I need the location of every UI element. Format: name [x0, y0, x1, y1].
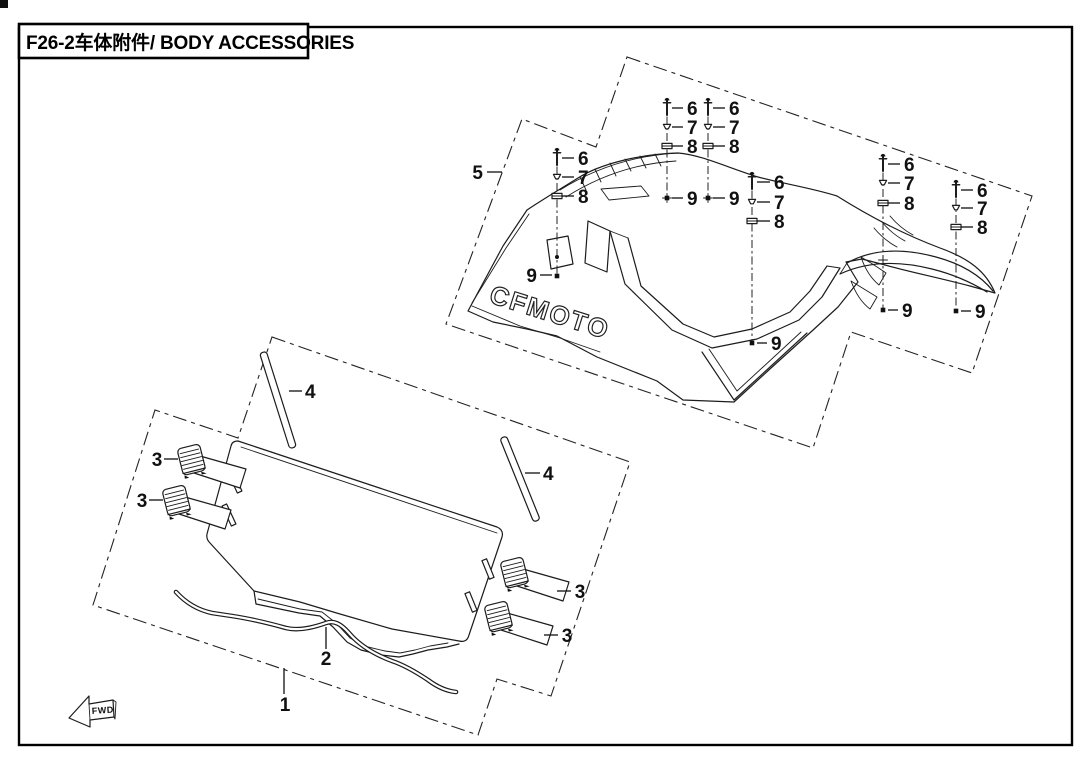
- fwd-indicator: FWD: [68, 695, 117, 728]
- label-9: 9: [902, 301, 913, 322]
- label-7: 7: [578, 168, 589, 189]
- callout-3-left-upper: 3: [152, 450, 178, 471]
- title-box: [17, 22, 310, 60]
- label-6: 6: [729, 99, 740, 120]
- label-6: 6: [774, 173, 785, 194]
- scan-corner-mark: [0, 0, 8, 8]
- label-8: 8: [687, 137, 698, 158]
- windshield-drawing: [206, 440, 504, 658]
- fastener-stack-e: 6 7 8 9: [877, 152, 915, 322]
- label-7: 7: [904, 174, 915, 195]
- label-4: 4: [305, 382, 316, 403]
- label-6: 6: [977, 181, 988, 202]
- label-3: 3: [562, 626, 573, 647]
- callout-3-left-lower: 3: [137, 491, 163, 512]
- label-2: 2: [321, 649, 332, 670]
- label-3: 3: [137, 491, 148, 512]
- trim-strip-right: [500, 436, 540, 522]
- fastener-stack-d: 6 7 8 9: [746, 170, 785, 355]
- callout-3-right-upper: 3: [557, 582, 585, 603]
- page-title: F26-2车体附件/ BODY ACCESSORIES: [26, 31, 354, 54]
- clamp-left-upper: [176, 443, 247, 489]
- callout-1: 1: [280, 668, 291, 716]
- fastener-stack-a: 6 7 8 9: [661, 96, 698, 210]
- label-7: 7: [977, 199, 988, 220]
- trim-strip-left: [259, 351, 297, 449]
- label-7: 7: [729, 118, 740, 139]
- page-border: [17, 25, 1074, 747]
- clamp-left-lower: [161, 484, 232, 530]
- label-6: 6: [687, 99, 698, 120]
- label-9: 9: [975, 302, 986, 323]
- clamp-right-lower: [483, 600, 554, 646]
- callout-5-label: 5: [472, 163, 483, 184]
- callout-4-right: 4: [525, 464, 554, 485]
- label-4: 4: [543, 464, 554, 485]
- label-9: 9: [729, 189, 740, 210]
- fastener-stack-b: 6 7 8 9: [702, 96, 740, 210]
- label-8: 8: [977, 218, 988, 239]
- callout-4-left: 4: [289, 382, 316, 403]
- label-8: 8: [578, 187, 589, 208]
- callout-2: 2: [321, 627, 332, 670]
- seal-strip: [173, 589, 459, 695]
- callout-5: 5: [472, 163, 502, 184]
- label-8: 8: [729, 137, 740, 158]
- label-6: 6: [578, 149, 589, 170]
- fwd-label: FWD: [91, 704, 114, 716]
- label-9: 9: [526, 266, 537, 287]
- hood-boundary-dashed: [445, 56, 1033, 449]
- windshield-boundary-dashed: [92, 336, 631, 736]
- label-9: 9: [771, 334, 782, 355]
- fastener-stack-f: 6 7 8 9: [950, 178, 988, 323]
- label-6: 6: [904, 155, 915, 176]
- label-1: 1: [280, 695, 291, 716]
- label-9: 9: [687, 189, 698, 210]
- mount-plate: [546, 235, 574, 270]
- callout-3-right-lower: 3: [544, 626, 572, 647]
- label-8: 8: [904, 194, 915, 215]
- clamp-right-upper: [499, 556, 570, 602]
- windshield-assembly-region: 4 4 3 3 3 3: [92, 336, 631, 736]
- label-7: 7: [687, 118, 698, 139]
- label-3: 3: [575, 582, 586, 603]
- label-8: 8: [774, 212, 785, 233]
- hood-assembly-region: CFMOTO 5 6 7 8 9 6 7: [445, 56, 1033, 449]
- fastener-stack-c: 6 7 8 9: [526, 146, 589, 287]
- page-frame: F26-2车体附件/ BODY ACCESSORIES: [0, 0, 1074, 747]
- label-3: 3: [152, 450, 163, 471]
- label-7: 7: [774, 193, 785, 214]
